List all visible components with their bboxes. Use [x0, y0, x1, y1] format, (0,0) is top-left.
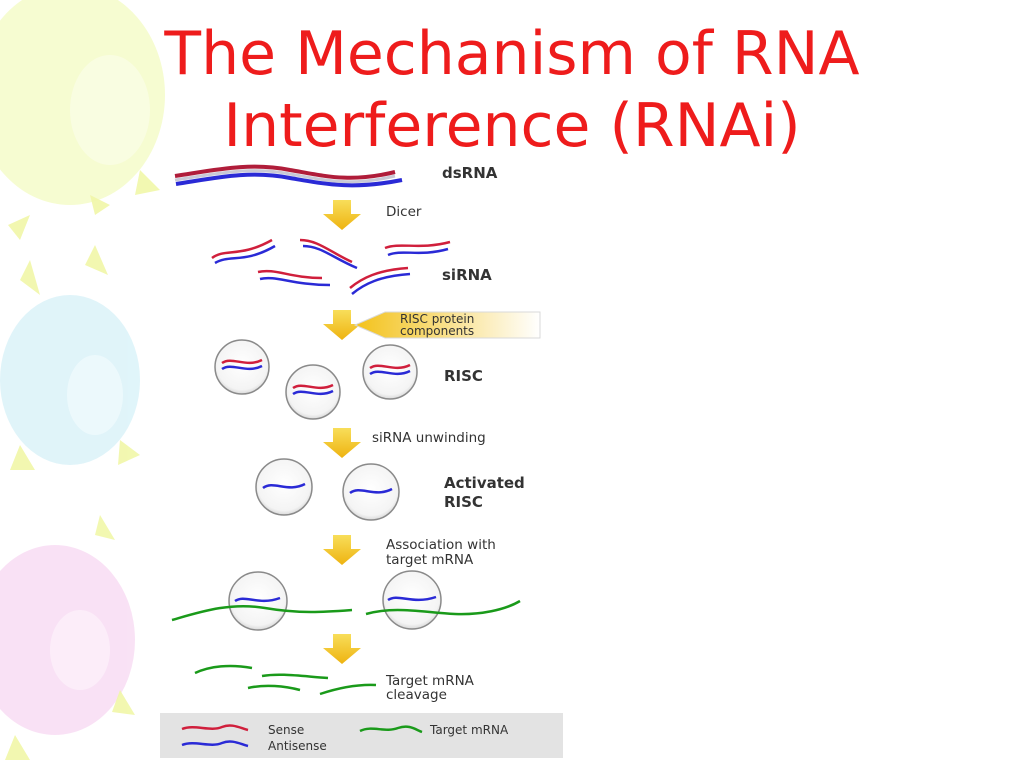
activated-risc-label-line1: Activated [444, 474, 525, 492]
legend-antisense-swatch [181, 740, 249, 748]
sirna-fragments [211, 238, 451, 295]
cleavage-arrow-icon [323, 634, 361, 664]
dicer-label: Dicer [386, 204, 422, 220]
dsrna-label: dsRNA [442, 164, 498, 182]
legend-target-label: Target mRNA [429, 723, 509, 737]
risc-label: RISC [444, 367, 483, 385]
title-line-2: Interference (RNAi) [223, 91, 801, 161]
risc-components-label-line2: components [400, 324, 474, 338]
association-arrow-icon [323, 535, 361, 565]
slide-title: The Mechanism of RNA Interference (RNAi) [0, 18, 1024, 162]
sparkle-shape [8, 215, 30, 240]
dicer-arrow-icon [323, 200, 361, 230]
legend: Sense Antisense Target mRNA [160, 713, 563, 758]
association-label-line2: target mRNA [386, 552, 474, 568]
risc-components-arrow [353, 311, 541, 339]
legend-antisense-label: Antisense [268, 739, 327, 753]
cleaved-mrna-fragments [194, 664, 377, 696]
unwinding-arrow-icon [323, 428, 361, 458]
activated-risc-label-line2: RISC [444, 493, 483, 511]
sirna-label: siRNA [442, 266, 492, 284]
activated-risc-complexes [255, 458, 400, 521]
title-line-1: The Mechanism of RNA [164, 19, 860, 89]
risc-components-label-line1: RISC protein [400, 312, 474, 326]
risc-complexes [214, 339, 418, 420]
risc-target-binding [171, 570, 521, 631]
association-label-line1: Association with [386, 537, 496, 553]
legend-sense-label: Sense [268, 723, 304, 737]
cleavage-label-line1: Target mRNA [385, 673, 475, 689]
legend-target-swatch [359, 725, 423, 734]
dsrna-strand [174, 164, 403, 188]
cleavage-label-line2: cleavage [386, 687, 447, 703]
unwinding-label: siRNA unwinding [372, 430, 486, 446]
legend-sense-swatch [181, 724, 249, 732]
